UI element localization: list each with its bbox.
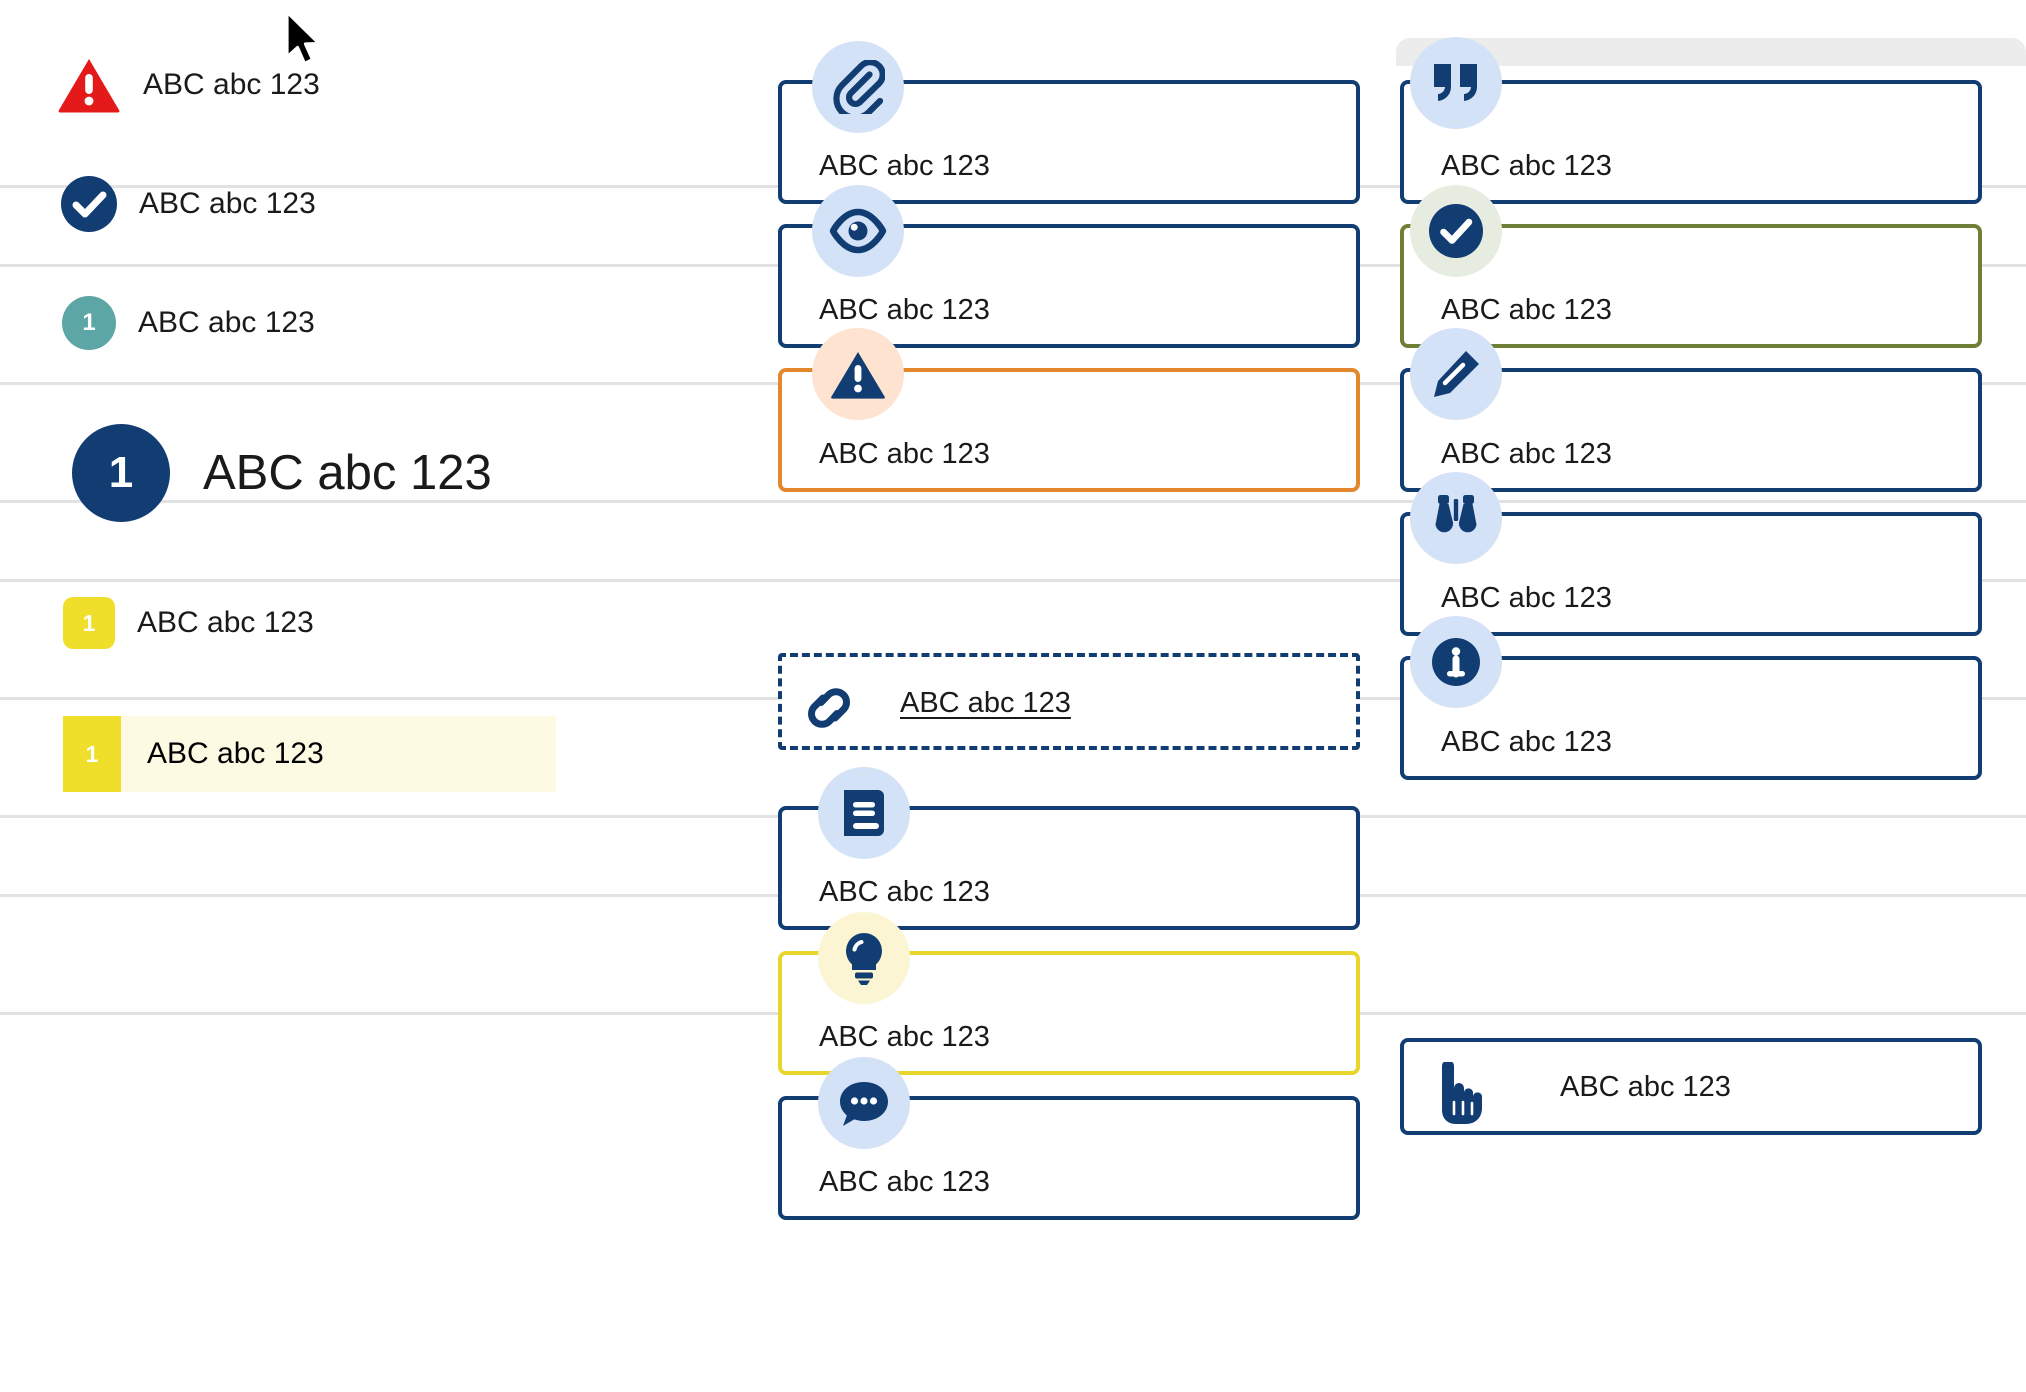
card-label: ABC abc 123 [1441,294,1612,326]
list-item-label: ABC abc 123 [147,737,324,770]
card-label: ABC abc 123 [1560,1071,1731,1103]
left-list-panel: ABC abc 123 ABC abc 123 1 ABC abc 123 1 [0,0,760,1392]
list-item[interactable]: 1 ABC abc 123 [0,296,760,350]
mouse-pointer-icon [283,10,327,73]
badge-number: 1 [82,309,96,336]
book-icon [818,767,910,859]
separator-rule [0,579,2026,582]
card-label: ABC abc 123 [819,1021,990,1053]
list-item-selected[interactable]: 1 ABC abc 123 [63,716,556,792]
badge-number: 1 [108,448,134,497]
list-item-label: ABC abc 123 [138,306,315,339]
card-label: ABC abc 123 [819,876,990,908]
check-circle-icon [1410,185,1502,277]
card-label: ABC abc 123 [819,438,990,470]
check-circle-icon [61,176,117,232]
list-item-label: ABC abc 123 [203,446,492,500]
binoculars-icon [1410,472,1502,564]
card-label: ABC abc 123 [1441,438,1612,470]
card-label: ABC abc 123 [819,1166,990,1198]
separator-rule [0,500,2026,503]
list-item[interactable]: 1 ABC abc 123 [0,597,760,649]
list-item[interactable]: ABC abc 123 [0,56,760,114]
list-item-label: ABC abc 123 [143,68,320,101]
badge-number: 1 [82,609,96,636]
warning-triangle-icon [812,328,904,420]
list-item-label: ABC abc 123 [139,187,316,220]
content-card[interactable]: ABC abc 123 [1400,1038,1982,1135]
list-item[interactable]: 1 ABC abc 123 [0,424,760,522]
quote-marks-icon [1410,37,1502,129]
number-badge-icon: 1 [72,424,170,522]
card-label: ABC abc 123 [819,150,990,182]
card-label: ABC abc 123 [819,294,990,326]
number-badge-icon: 1 [62,296,116,350]
card-label: ABC abc 123 [1441,150,1612,182]
card-label: ABC abc 123 [1441,582,1612,614]
content-card[interactable]: ABC abc 123 [778,951,1360,1075]
comment-bubble-icon [818,1057,910,1149]
pencil-icon [1410,328,1502,420]
pointing-hand-icon [1426,1060,1484,1129]
list-item-label: ABC abc 123 [137,606,314,639]
selected-accent-bar: 1 [63,716,121,792]
paperclip-icon [812,41,904,133]
content-card-link[interactable]: ABC abc 123 [778,653,1360,750]
lightbulb-icon [818,912,910,1004]
card-link-label[interactable]: ABC abc 123 [900,687,1071,719]
warning-triangle-icon [57,56,121,114]
card-label: ABC abc 123 [1441,726,1612,758]
info-circle-icon [1410,616,1502,708]
link-chain-icon [798,684,860,737]
eye-icon [812,185,904,277]
partial-panel-top [1396,38,2026,66]
badge-number: 1 [85,740,99,767]
number-badge-icon: 1 [63,597,115,649]
content-card[interactable]: ABC abc 123 [1400,80,1982,204]
list-item[interactable]: ABC abc 123 [0,176,760,232]
